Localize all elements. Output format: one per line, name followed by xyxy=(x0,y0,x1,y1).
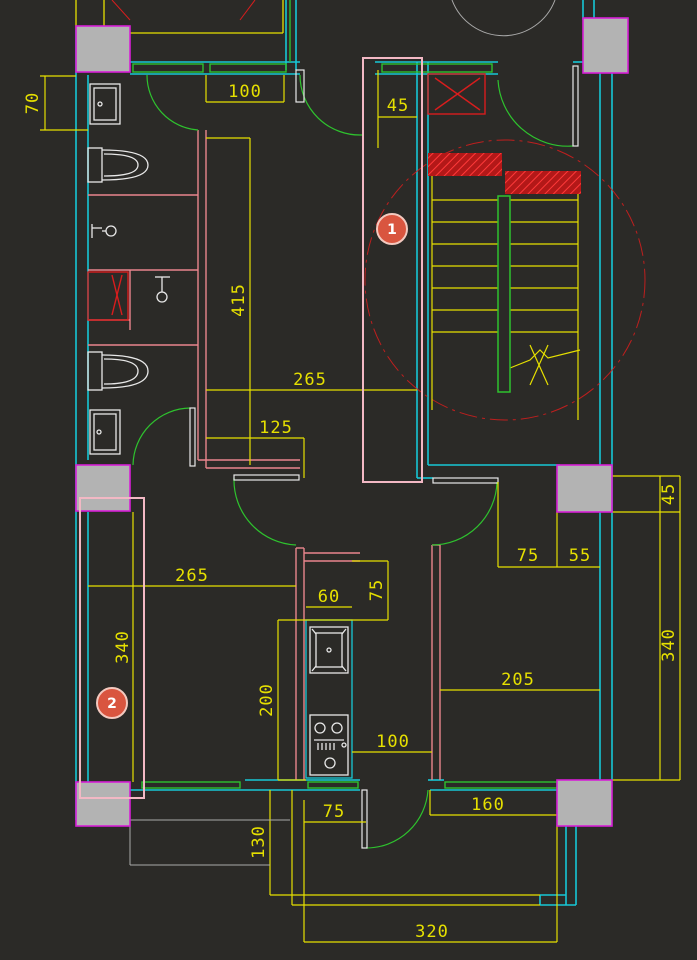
dim-45-right: 45 xyxy=(659,483,679,505)
top-red-box xyxy=(111,0,256,21)
dimension-lines xyxy=(40,70,681,943)
stair-hatches xyxy=(428,153,581,194)
column-bottom-left xyxy=(75,781,131,827)
highlight-regions xyxy=(79,57,423,799)
dim-100-top: 100 xyxy=(228,82,262,102)
dim-320: 320 xyxy=(415,922,449,942)
dim-340-left: 340 xyxy=(113,630,133,664)
dim-45-top: 45 xyxy=(387,96,409,116)
highlight-region-2 xyxy=(79,497,145,799)
top-arc xyxy=(451,0,556,37)
dim-340-right: 340 xyxy=(659,628,679,662)
column-top-right xyxy=(582,17,629,74)
dim-415: 415 xyxy=(229,283,249,317)
dimension-labels: 70 100 45 415 265 125 45 75 55 265 60 75… xyxy=(23,82,679,942)
column-bottom-right xyxy=(556,779,613,827)
stair-handrail xyxy=(497,195,511,393)
stair-treads xyxy=(431,176,581,420)
column-mid-left xyxy=(75,464,131,512)
partitions xyxy=(87,73,646,780)
dim-265-lower: 265 xyxy=(175,566,209,586)
marker-2-label: 2 xyxy=(107,696,117,712)
column-top-left xyxy=(75,25,131,73)
dim-205: 205 xyxy=(501,670,535,690)
top-left-box xyxy=(75,0,284,34)
marker-1-label: 1 xyxy=(387,222,397,238)
marker-2[interactable]: 2 xyxy=(96,687,128,719)
dim-75-vertical: 75 xyxy=(367,579,387,601)
balcony-outline xyxy=(129,819,290,866)
dim-130: 130 xyxy=(249,825,269,859)
marker-1[interactable]: 1 xyxy=(376,213,408,245)
dim-200: 200 xyxy=(257,683,277,717)
doors xyxy=(132,65,579,849)
walls xyxy=(75,0,613,906)
column-mid-right xyxy=(556,464,613,513)
dim-60: 60 xyxy=(318,587,340,607)
dim-75-bottom: 75 xyxy=(323,802,345,822)
dim-160: 160 xyxy=(471,795,505,815)
dim-100-kitchen: 100 xyxy=(376,732,410,752)
dim-70: 70 xyxy=(23,92,43,114)
columns xyxy=(75,17,629,827)
dim-75-right: 75 xyxy=(517,546,539,566)
dim-55: 55 xyxy=(569,546,591,566)
dim-125: 125 xyxy=(259,418,293,438)
dim-265-upper: 265 xyxy=(293,370,327,390)
highlight-region-1 xyxy=(362,57,423,483)
fixtures xyxy=(87,83,353,779)
